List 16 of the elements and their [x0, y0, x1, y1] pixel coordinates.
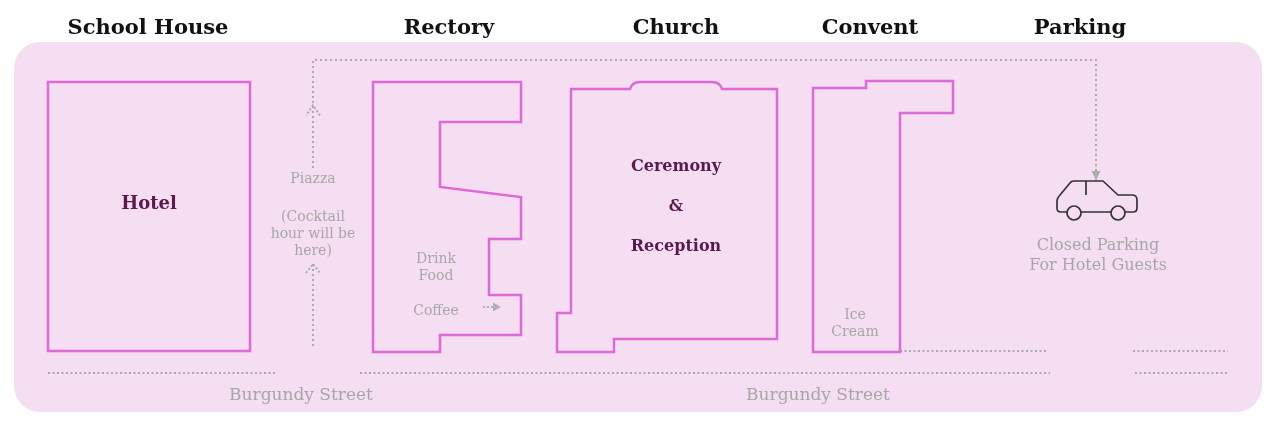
venue-label: Ceremony & Reception [630, 155, 722, 257]
note-text: (Cocktail hour will be here) [270, 208, 356, 259]
car-icon [1055, 180, 1139, 222]
venue-label: Ice Cream [831, 306, 879, 340]
place-label: Piazza [290, 170, 336, 187]
venue-label: Coffee [413, 302, 459, 319]
venue-label: Drink Food [416, 250, 456, 284]
street-name: Burgundy Street [229, 384, 373, 405]
building-heading: Church [632, 14, 720, 40]
area-heading: Parking [1033, 14, 1127, 40]
street-name: Burgundy Street [746, 384, 890, 405]
building-heading: School House [67, 14, 229, 40]
building-heading: Rectory [403, 14, 495, 40]
building-heading: Convent [821, 14, 919, 40]
area-label: Closed Parking For Hotel Guests [1028, 235, 1168, 275]
venue-label: Hotel [121, 192, 177, 214]
